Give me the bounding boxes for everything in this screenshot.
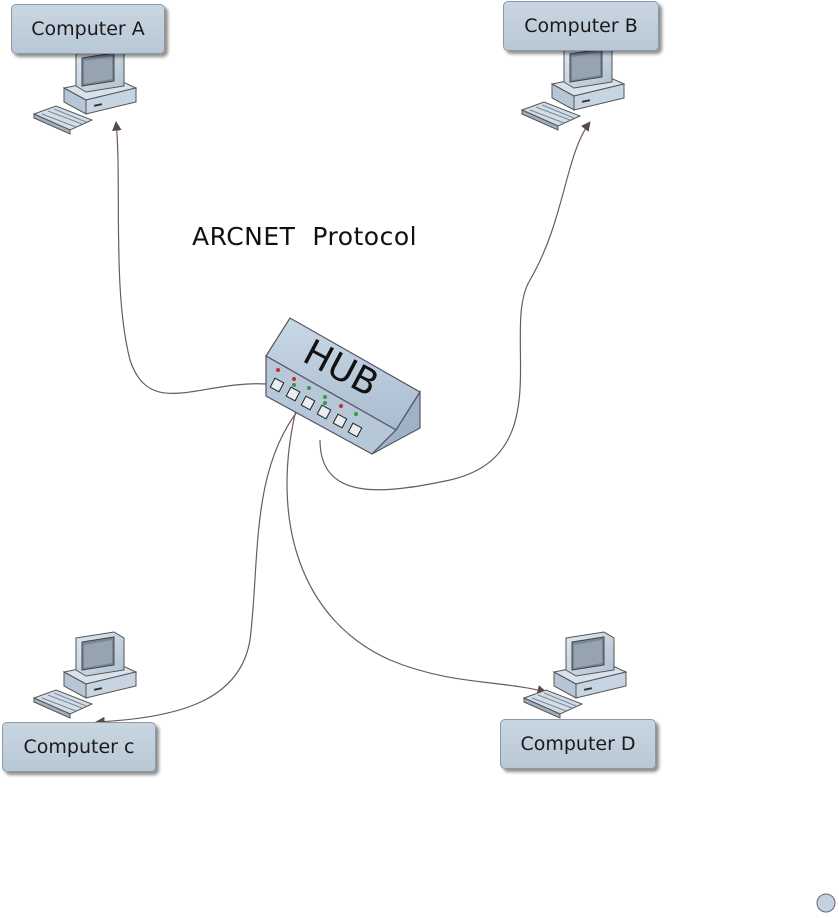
computer-c-icon (33, 631, 137, 719)
cable-hub-to-computer-a (112, 121, 269, 394)
cable-hub-to-computer-c (95, 407, 301, 727)
page-indicator-dot (816, 893, 836, 913)
computer-a-label: Computer A (11, 4, 165, 54)
computer-b-label: Computer B (503, 1, 659, 51)
computer-c-label: Computer c (2, 722, 156, 772)
cable-hub-to-computer-b (319, 121, 591, 491)
computer-d-icon (523, 631, 627, 719)
computer-a-icon (33, 47, 137, 135)
computer-d-label: Computer D (500, 719, 656, 769)
diagram-title: ARCNET Protocol (192, 222, 418, 251)
computer-b-icon (521, 43, 625, 131)
hub-icon: HUB (265, 317, 421, 455)
cable-hub-to-computer-d (286, 409, 547, 695)
